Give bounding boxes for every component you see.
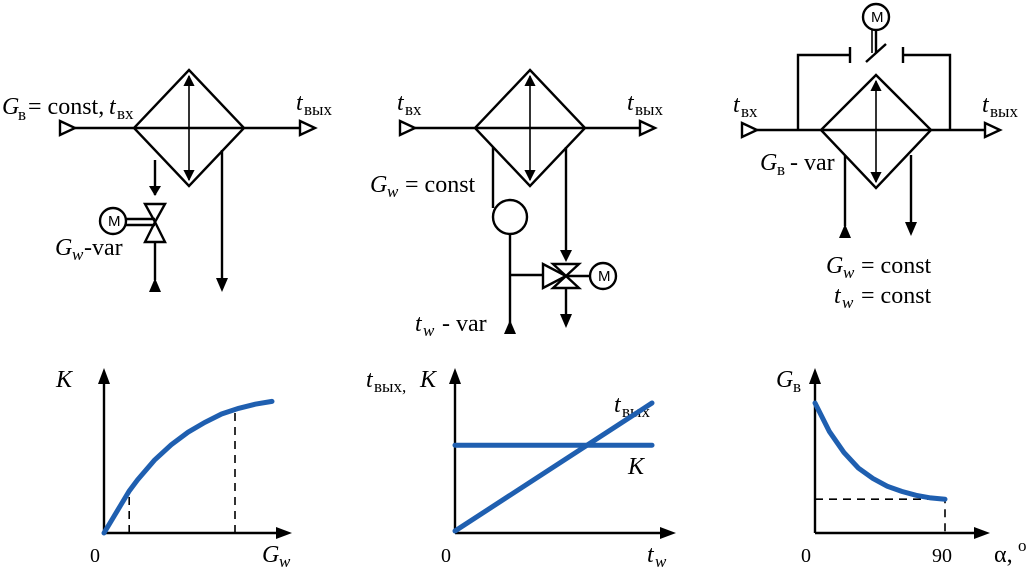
g-w-symbol-2: G bbox=[370, 172, 387, 198]
g-w-symbol: G bbox=[55, 235, 72, 261]
valve-1-top bbox=[142, 202, 168, 225]
chart1-tick-0: 0 bbox=[90, 545, 100, 567]
g-w-subscript-3: w bbox=[843, 263, 855, 282]
motor-1-label: M bbox=[108, 213, 121, 230]
chart3-tick-90: 90 bbox=[932, 545, 952, 567]
t-out-subscript-2: вых bbox=[635, 100, 663, 119]
chart2-y-label-sub: вых, bbox=[374, 377, 406, 396]
t-out-symbol-2: t bbox=[627, 90, 635, 116]
heat-exchanger-3 bbox=[819, 73, 933, 190]
heat-exchanger-1 bbox=[132, 68, 246, 188]
valve-2-top bbox=[549, 262, 583, 278]
g-w-symbol-3: G bbox=[826, 253, 843, 279]
pump-2 bbox=[491, 198, 529, 236]
chart3-tick-0: 0 bbox=[801, 545, 811, 567]
scheme-2: M t вх t вых G w = const t w - var bbox=[370, 68, 663, 340]
t-out-subscript: вых bbox=[304, 100, 332, 119]
g-w-subscript: w bbox=[72, 245, 84, 264]
heat-exchanger-2 bbox=[473, 68, 587, 188]
g-v-var-3: - var bbox=[790, 150, 835, 176]
t-in-symbol: t bbox=[109, 94, 117, 120]
chart3-series-line bbox=[812, 400, 948, 502]
g-v-symbol: G bbox=[2, 94, 19, 120]
scheme-1: M G в = const, t вх t вых G w -var bbox=[2, 68, 332, 292]
motor-2 bbox=[588, 261, 618, 291]
chart3-x-label: α, bbox=[994, 542, 1013, 568]
t-in-subscript-3: вх bbox=[741, 102, 758, 121]
chart2-series-k-label: K bbox=[627, 454, 646, 480]
t-out-symbol-3: t bbox=[982, 92, 990, 118]
g-w-subscript-2: w bbox=[387, 182, 399, 201]
chart3-x-label-degree: o bbox=[1018, 536, 1027, 555]
t-w-const-3: = const bbox=[855, 283, 932, 309]
t-out-subscript-3: вых bbox=[990, 102, 1018, 121]
chart2-x-label: t bbox=[647, 542, 655, 568]
chart3-y-label-sub: в bbox=[793, 377, 801, 396]
chart2-y-label-k: K bbox=[419, 367, 438, 393]
g-v-subscript: в bbox=[18, 105, 26, 124]
chart3-y-label: G bbox=[776, 367, 793, 393]
g-w-var: -var bbox=[84, 235, 123, 261]
motor-3-label: M bbox=[871, 9, 884, 26]
chart2-series-tout-label: t bbox=[614, 392, 622, 418]
chart2-series-line-0 bbox=[452, 400, 655, 534]
t-in-symbol-3: t bbox=[733, 92, 741, 118]
g-v-symbol-3: G bbox=[760, 150, 777, 176]
t-w-subscript-2: w bbox=[423, 321, 435, 340]
chart2-tick-0: 0 bbox=[441, 545, 451, 567]
t-out-symbol: t bbox=[296, 90, 304, 116]
scheme-3: M t вх t вых G в - var G w = const t w =… bbox=[733, 2, 1018, 312]
chart1-y-label: K bbox=[55, 367, 74, 393]
t-in-symbol-2: t bbox=[397, 90, 405, 116]
g-w-const-2: = const bbox=[399, 172, 476, 198]
t-w-symbol-3: t bbox=[834, 283, 842, 309]
t-in-subscript: вх bbox=[117, 104, 134, 123]
chart1-x-label-sub: w bbox=[279, 552, 291, 571]
valve-2-left bbox=[541, 262, 569, 290]
t-in-subscript-2: вх bbox=[405, 100, 422, 119]
t-w-subscript-3: w bbox=[842, 293, 854, 312]
chart2-y-label: t bbox=[366, 367, 374, 393]
chart-k-vs-gw: K 0 G w bbox=[55, 367, 292, 571]
motor-3 bbox=[861, 2, 891, 32]
g-v-const: = const, bbox=[28, 94, 104, 120]
chart1-x-label: G bbox=[262, 542, 279, 568]
t-w-symbol-2: t bbox=[415, 311, 423, 337]
t-w-var-2: - var bbox=[436, 311, 487, 337]
motor-1 bbox=[98, 206, 128, 236]
chart3-guide-0 bbox=[815, 498, 946, 533]
chart1-series-line bbox=[101, 398, 275, 536]
chart2-x-label-sub: w bbox=[655, 552, 667, 571]
g-v-subscript-3: в bbox=[777, 160, 785, 179]
chart-gv-vs-alpha: G в 0 90 α, o bbox=[776, 367, 1027, 568]
g-w-const-3: = const bbox=[855, 253, 932, 279]
motor-2-label: M bbox=[598, 268, 611, 285]
chart-tout-k-vs-tw: t вых, K 0 t w t вых K bbox=[366, 367, 676, 571]
